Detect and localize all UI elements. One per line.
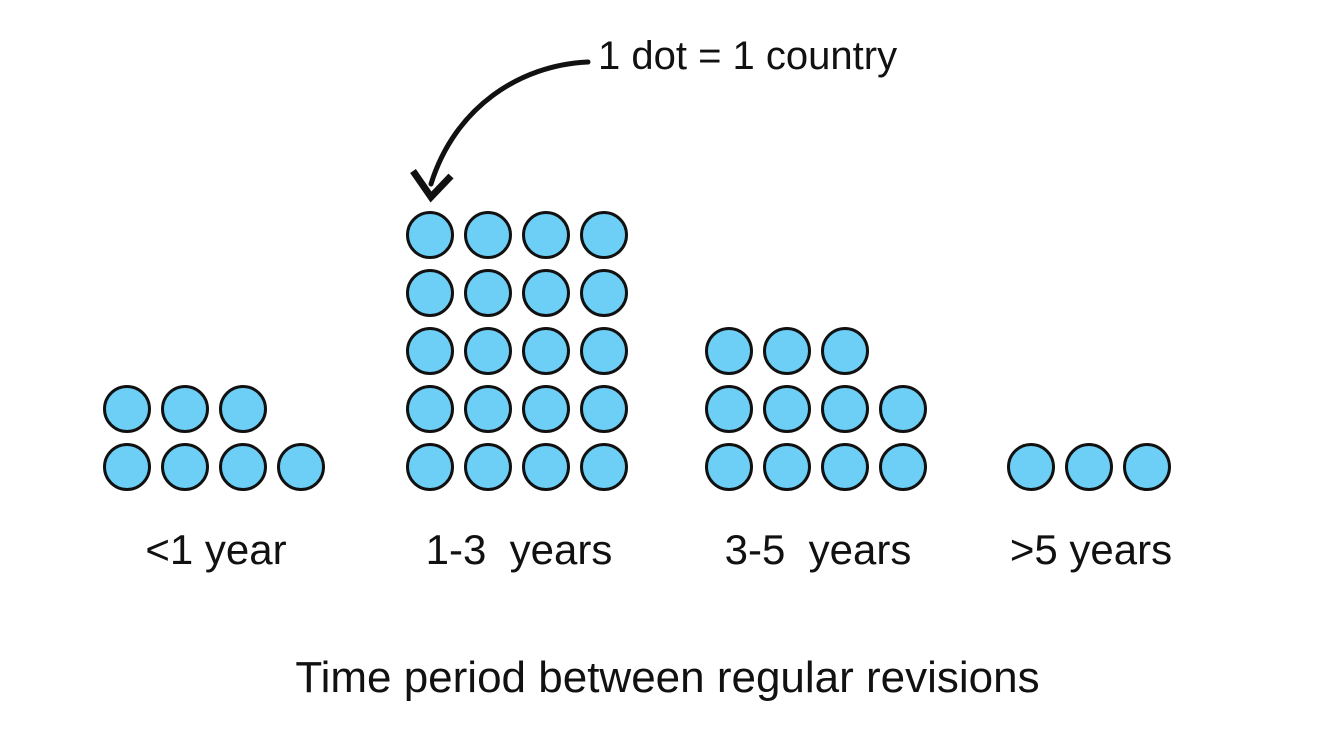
dot [522,443,570,491]
dot [464,269,512,317]
dot [580,269,628,317]
annotation-arrow-icon [410,59,591,203]
dot [161,443,209,491]
dot [821,385,869,433]
dot [464,385,512,433]
dot [406,385,454,433]
dot-group-lt-1-year [103,380,325,496]
dot-row [103,380,267,438]
dot [161,385,209,433]
dot [705,385,753,433]
dot-row [406,380,628,438]
dot [522,211,570,259]
dot [879,385,927,433]
axis-title: Time period between regular revisions [295,653,1040,702]
dot [464,211,512,259]
dot [406,327,454,375]
dot [219,385,267,433]
dot [522,385,570,433]
dot [580,327,628,375]
dot [464,443,512,491]
dot-row [705,438,927,496]
dot-row [406,438,628,496]
dot-row [406,206,628,264]
dot [406,443,454,491]
category-label-1-3-years: 1-3 years [425,526,613,573]
dot [1007,443,1055,491]
dot [705,327,753,375]
dot [1065,443,1113,491]
dot [464,327,512,375]
dot-row [406,264,628,322]
dot [1123,443,1171,491]
dot [580,211,628,259]
category-label-3-5-years: 3-5 years [724,526,912,573]
dot [763,385,811,433]
category-label-gt-5-years: >5 years [1009,526,1173,573]
dot-row [705,322,869,380]
category-label-lt-1-year: <1 year [145,526,287,573]
dot [705,443,753,491]
dot-group-3-5-years [705,322,927,496]
dot [821,443,869,491]
dot [277,443,325,491]
dot-row [705,380,927,438]
dot [103,443,151,491]
dot-row [406,322,628,380]
dot-group-1-3-years [406,206,628,496]
dot [580,443,628,491]
dot [406,211,454,259]
dot-row [1007,438,1171,496]
dot [219,443,267,491]
dot [406,269,454,317]
dot [879,443,927,491]
dot-group-gt-5-years [1007,438,1171,496]
dot [821,327,869,375]
dot [103,385,151,433]
dot-row [103,438,325,496]
annotation-label: 1 dot = 1 country [598,34,898,78]
dot [763,327,811,375]
dot [763,443,811,491]
dot [522,327,570,375]
dot [522,269,570,317]
dot [580,385,628,433]
